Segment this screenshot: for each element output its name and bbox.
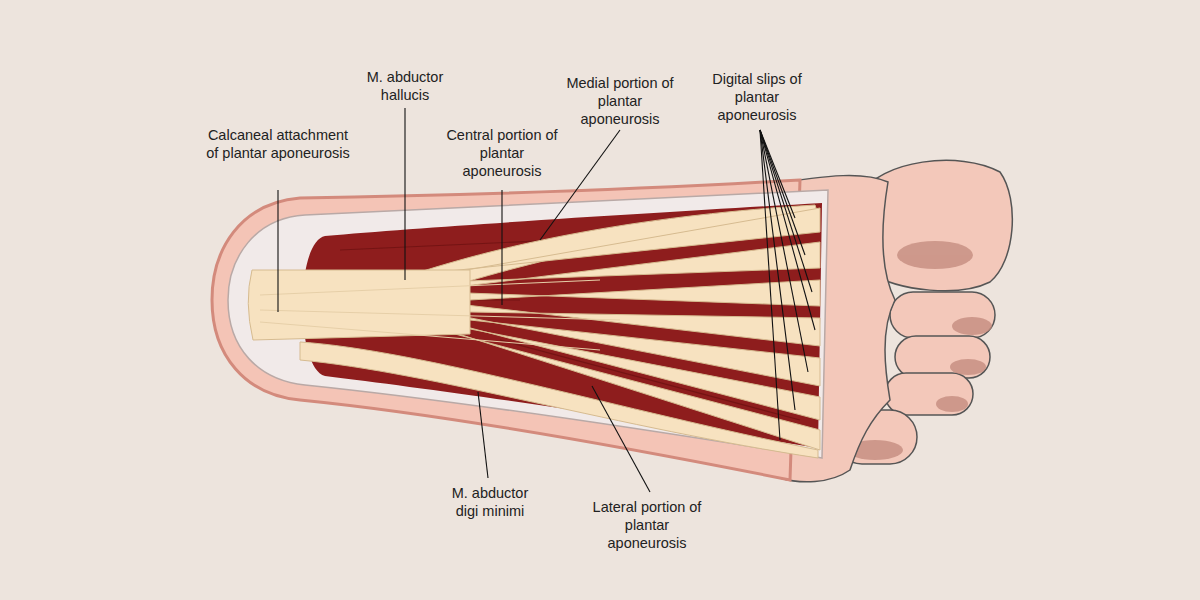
part-label: Calcaneal attachment of plantar aponeuro… — [203, 126, 353, 162]
muscle-label: M. abductor digi minimi — [440, 484, 540, 520]
part-label: Lateral portion of plantar aponeurosis — [588, 498, 706, 552]
part-label: Digital slips of plantar aponeurosis — [705, 70, 809, 124]
part-label: Central portion of plantar aponeurosis — [443, 126, 561, 180]
part-label: Medial portion of plantar aponeurosis — [561, 74, 679, 128]
muscle-label: M. abductor hallucis — [355, 68, 455, 104]
